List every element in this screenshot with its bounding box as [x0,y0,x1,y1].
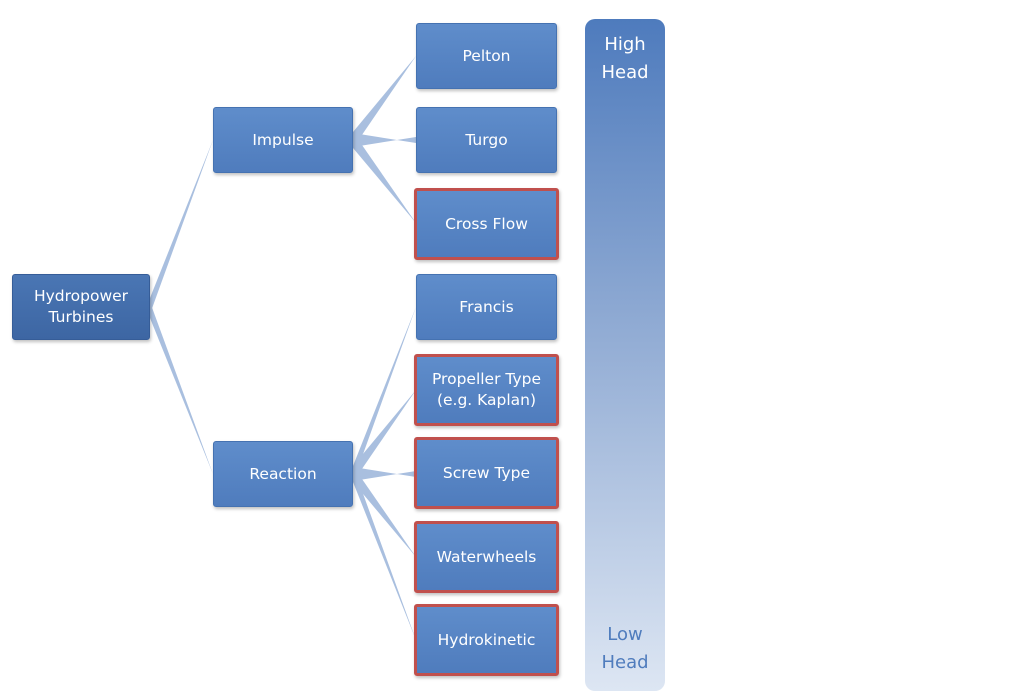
root-node-hydropower-turbines: Hydropower Turbines [12,274,150,340]
turbine-label-cross-flow: Cross Flow [445,214,528,233]
branch-node-impulse: Impulse [213,107,353,173]
turbine-node-cross-flow: Cross Flow [414,188,559,260]
turbine-node-hydrokinetic: Hydrokinetic [414,604,559,676]
turbine-node-francis: Francis [416,274,557,340]
turbine-node-turgo: Turgo [416,107,557,173]
connector-impulse-pelton [353,56,416,148]
scale-high-line1: High [604,34,646,55]
turbine-label-propeller-line1: Propeller Type [431,370,541,389]
connector-root-impulse [150,140,213,314]
root-label-line1: Hydropower [33,287,129,306]
turbine-label-francis: Francis [459,297,514,316]
turbine-node-screw-type: Screw Type [414,437,559,509]
root-label-line2: Turbines [48,308,114,326]
turbine-label-propeller-line2: (e.g. Kaplan) [436,391,537,409]
turbine-label-turgo: Turgo [465,130,508,149]
turbine-label-screw-type: Screw Type [442,463,531,482]
branch-node-reaction: Reaction [213,441,353,507]
connector-reaction-waterwheels [353,466,416,557]
turbine-label-pelton: Pelton [462,46,511,65]
scale-low-line2: Head [601,652,649,674]
scale-label-high-head: High Head [585,31,665,87]
connector-reaction-francis [353,307,416,482]
connector-impulse-turgo [353,133,416,147]
connector-impulse-crossflow [353,132,416,223]
connector-reaction-screw [353,467,416,481]
scale-low-line1: Low [607,624,643,646]
head-scale-bar: High Head Low Head [585,19,665,691]
branch-label-impulse: Impulse [252,130,314,149]
scale-high-line2: Head [601,61,649,83]
turbine-label-waterwheels: Waterwheels [436,547,537,566]
connector-reaction-hydrokinetic [353,466,416,640]
connector-reaction-propeller [353,390,416,482]
scale-label-low-head: Low Head [585,621,665,677]
turbine-node-propeller-type: Propeller Type (e.g. Kaplan) [414,354,559,426]
connector-root-reaction [150,302,213,474]
branch-label-reaction: Reaction [249,464,317,483]
turbine-label-hydrokinetic: Hydrokinetic [437,630,536,649]
turbine-node-waterwheels: Waterwheels [414,521,559,593]
turbine-node-pelton: Pelton [416,23,557,89]
